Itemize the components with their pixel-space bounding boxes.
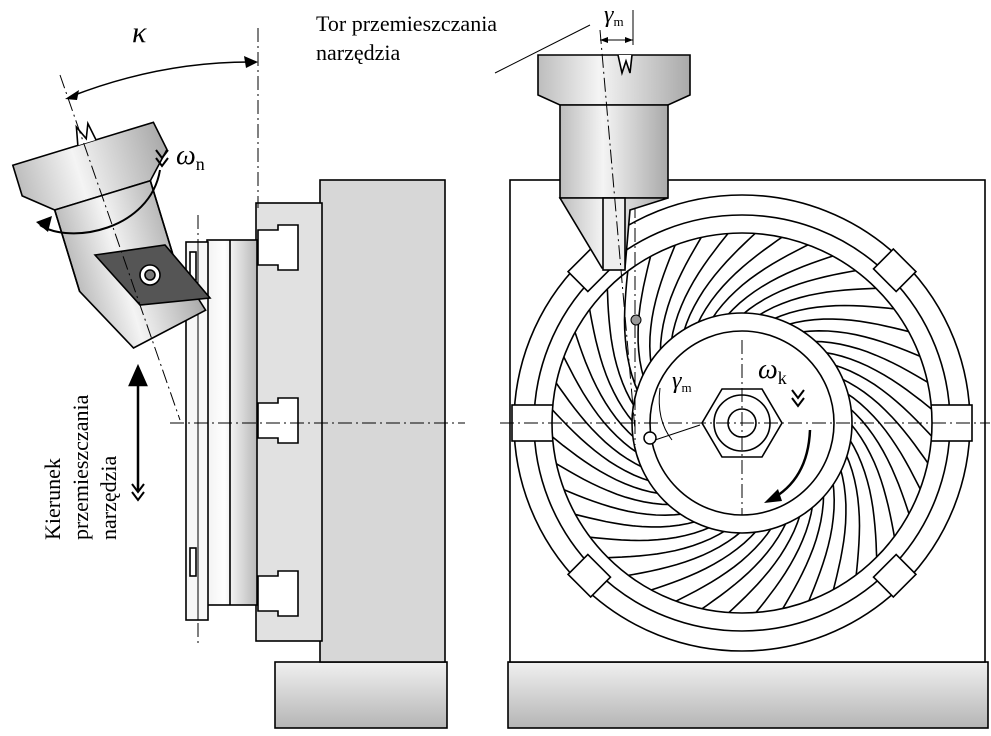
gear-tooth <box>623 268 640 393</box>
gear-tooth <box>772 304 897 321</box>
side-slots <box>257 224 299 617</box>
omega-k-label: ωk <box>758 354 787 388</box>
direction-label: Kierunek przemieszczania narzędzia <box>40 394 121 540</box>
direction-label-line1: Kierunek <box>40 458 65 540</box>
gamma-top-label: γm <box>604 2 624 29</box>
gear-tooth <box>606 286 636 409</box>
gear-tooth <box>554 380 645 469</box>
gear-tooth <box>699 520 788 611</box>
contact-point-top <box>630 314 642 326</box>
gear-tooth <box>673 526 774 604</box>
direction-label-line2: przemieszczania <box>68 394 93 540</box>
gear-tooth <box>710 242 811 320</box>
tool-path-label-line2: narzędzia <box>316 40 400 65</box>
front-base <box>507 661 989 729</box>
gear-tooth <box>844 453 861 578</box>
cutting-insert <box>93 244 212 306</box>
kappa-arc <box>71 61 251 97</box>
gear-tooth <box>696 235 785 326</box>
direction-arrow <box>128 363 148 502</box>
gamma-mid-label: γm <box>672 368 692 395</box>
gear-tooth <box>552 434 661 495</box>
spindle-tool <box>537 54 691 271</box>
gear-tooth <box>605 529 728 559</box>
gear-tooth <box>741 269 859 316</box>
gear-tooth <box>648 529 758 592</box>
tool-axis-line <box>59 74 181 421</box>
gear-tooth <box>561 354 639 455</box>
side-main-body <box>319 179 446 663</box>
omega-n-label: ωn <box>176 140 205 174</box>
gear-tooth <box>625 530 743 577</box>
spiral-teeth <box>552 233 932 613</box>
contact-point-mid <box>643 431 657 445</box>
side-base <box>274 661 448 729</box>
gear-tooth <box>726 513 802 613</box>
gear-tooth <box>572 513 698 528</box>
front-center-lines <box>500 180 990 515</box>
gear-tooth <box>587 525 712 542</box>
gear-tooth <box>849 422 896 540</box>
gear-tooth <box>648 242 677 365</box>
omega-n-rotation-arrow <box>39 169 161 235</box>
gear-tooth <box>670 233 731 342</box>
gear-tooth <box>832 467 847 593</box>
gear-tooth <box>756 287 879 317</box>
side-workpiece-ring <box>185 241 209 621</box>
gear-tooth <box>807 481 836 604</box>
gear-tooth <box>553 461 672 506</box>
gear-tooth <box>780 493 825 612</box>
gear-tooth <box>682 233 758 333</box>
tool-path-label-line1: Tor przemieszczania <box>316 11 497 36</box>
gear-tooth <box>637 253 652 379</box>
tool-path-axis <box>599 29 636 431</box>
gear-tooth <box>561 488 684 517</box>
gear-tooth <box>812 340 931 385</box>
gear-tooth <box>659 234 704 353</box>
gear-tooth <box>588 306 635 424</box>
gear-tooth <box>753 504 814 613</box>
gear-tooth <box>552 407 652 483</box>
side-view <box>170 28 465 729</box>
tool-path-leader <box>494 24 591 74</box>
kappa-label: κ <box>132 16 147 49</box>
gear-tooth <box>848 437 878 560</box>
gear-tooth <box>839 377 930 466</box>
gear-tooth <box>823 351 932 412</box>
direction-label-line3: narzędzia <box>96 456 121 540</box>
gear-tooth <box>786 318 912 333</box>
gear-tooth <box>800 329 923 358</box>
gear-tooth <box>832 363 932 439</box>
gear-tooth <box>726 254 836 317</box>
gear-tooth <box>845 391 923 492</box>
